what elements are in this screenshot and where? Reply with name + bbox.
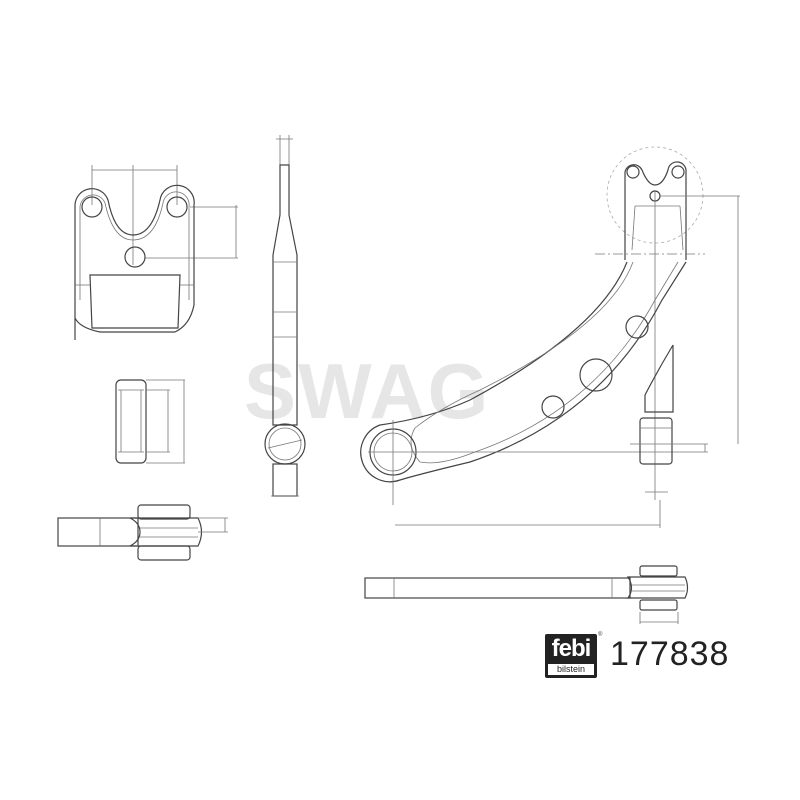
bushing-section-view — [57, 504, 228, 561]
logo-sub-text: bilstein — [548, 664, 594, 675]
arm-side-view — [264, 135, 306, 497]
bushing-side-view — [115, 379, 185, 464]
part-number: 177838 — [610, 635, 730, 673]
arm-bottom-view — [364, 565, 689, 624]
main-arm-view — [360, 146, 740, 528]
bushing-front-view — [74, 165, 238, 340]
febi-bilstein-logo: febi bilstein — [545, 634, 597, 678]
logo-main-text: febi — [551, 635, 592, 662]
registered-mark: ® — [598, 632, 603, 638]
swag-watermark: SWAG — [244, 347, 491, 435]
